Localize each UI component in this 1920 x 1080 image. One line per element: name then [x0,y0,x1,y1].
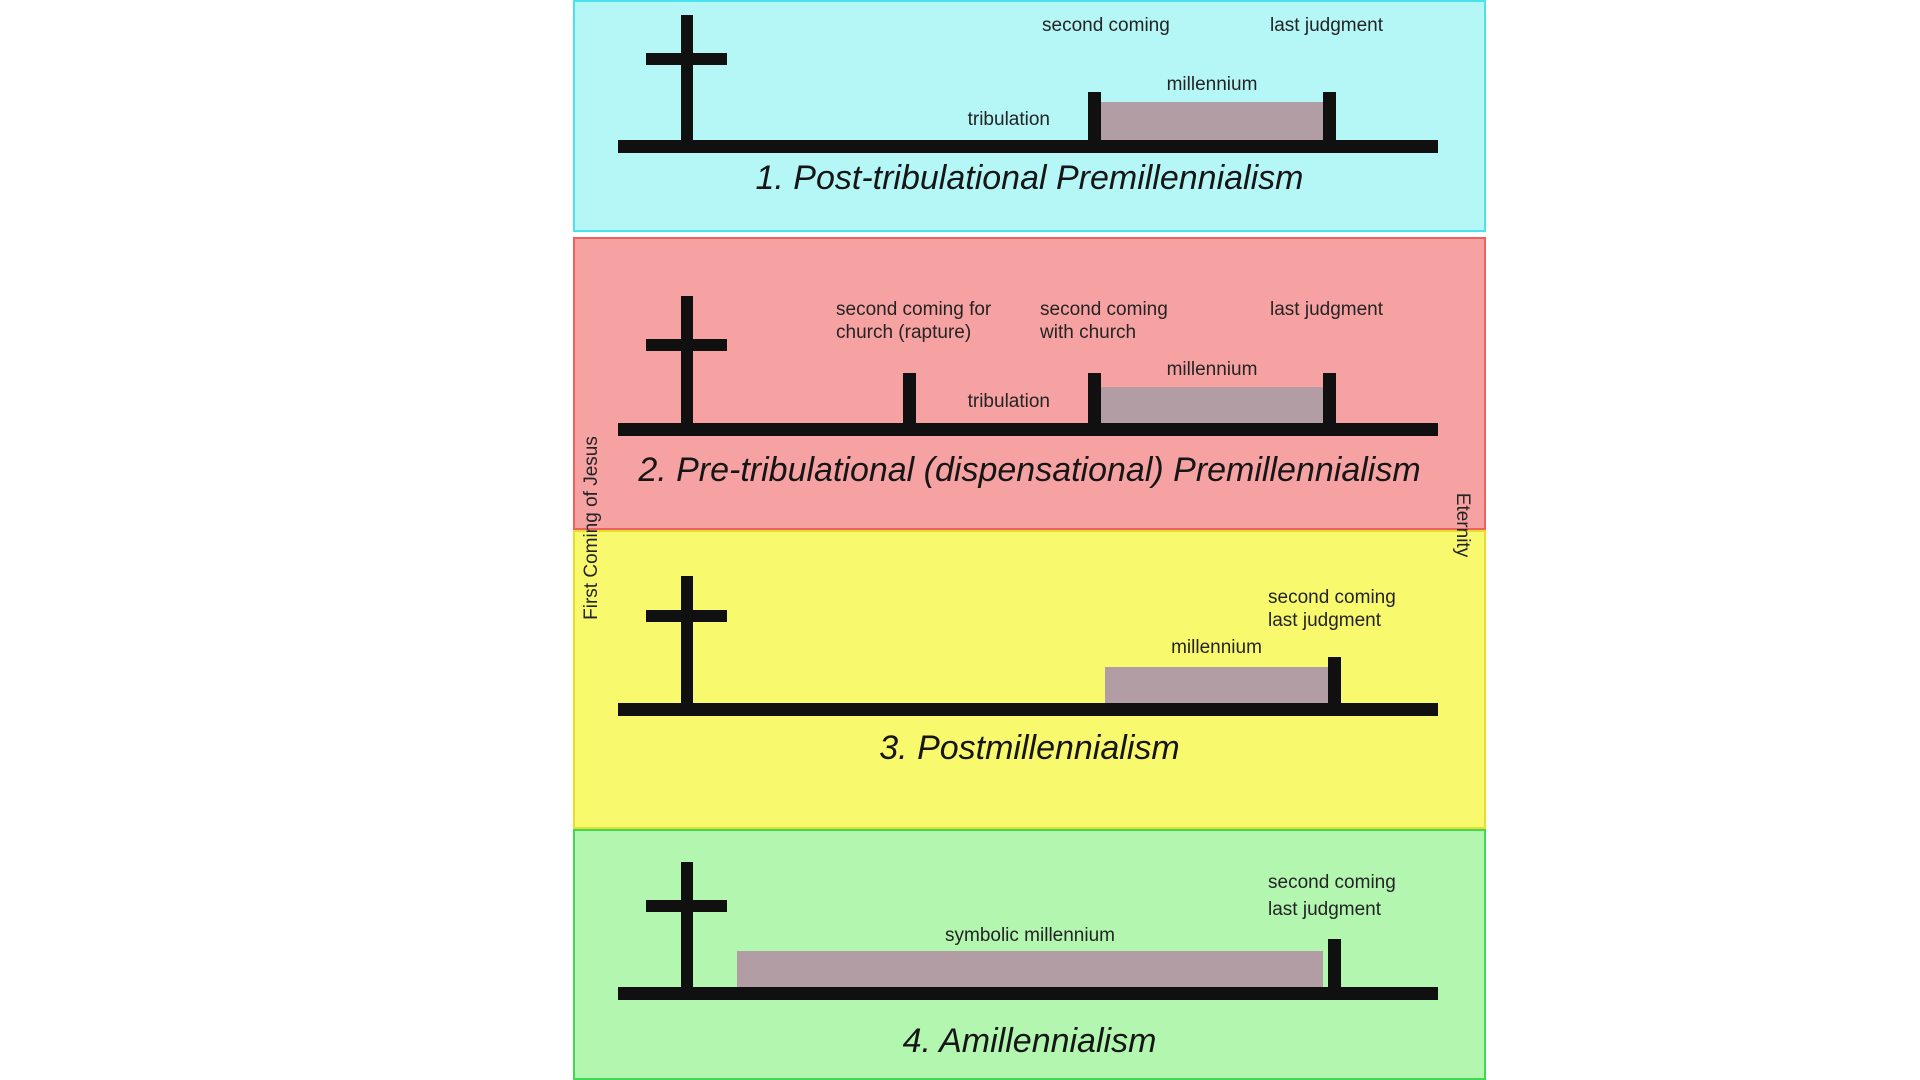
timeline-2 [618,423,1438,436]
cross-vertical-bar [681,296,693,429]
second-coming-last-judgment-tick-4 [1328,939,1341,998]
symbolic-millennium-bar-4 [737,951,1323,987]
cross-vertical-bar [681,862,693,994]
rapture-label-line1-2: second coming for [836,299,992,320]
tribulation-label-2: tribulation [967,391,1050,412]
first-coming-of-jesus-vertical-label: First Coming of Jesus [581,436,602,620]
cross-horizontal-bar [646,339,727,351]
panel-title-1: 1. Post-tribulational Premillennialism [755,159,1304,197]
second-coming-label-1: second coming [1042,15,1170,36]
second-coming-label-line1-2: second coming [1040,299,1168,320]
cross-vertical-bar [681,15,693,146]
last-judgment-label-2: last judgment [1270,299,1384,320]
second-coming-label-line2-2: with church [1040,322,1137,343]
eternity-vertical-label: Eternity [1452,492,1473,558]
rapture-label-line2-2: church (rapture) [836,322,972,343]
last-judgment-tick-2 [1323,373,1336,435]
symbolic-millennium-label-4: symbolic millennium [945,925,1115,946]
second-coming-label-3: second coming [1268,587,1396,608]
millennium-label-3: millennium [1171,637,1262,658]
last-judgment-label-4: last judgment [1268,899,1382,920]
panel-title-3: 3. Postmillennialism [879,729,1180,767]
cross-horizontal-bar [646,53,727,65]
panel-title-4: 4. Amillennialism [902,1022,1157,1060]
rapture-tick-2 [903,373,916,435]
millennium-bar-3 [1105,667,1328,703]
second-coming-last-judgment-tick-3 [1328,657,1341,715]
timeline-4 [618,987,1438,1000]
millennium-bar-2 [1101,387,1323,423]
cross-vertical-bar [681,576,693,709]
millennium-label-2: millennium [1166,359,1258,380]
panel-postmillennialism [573,530,1486,829]
last-judgment-tick-1 [1323,92,1336,152]
last-judgment-label-3: last judgment [1268,610,1382,631]
millennium-bar-1 [1101,102,1323,140]
millennium-label-1: millennium [1166,74,1258,95]
second-coming-tick-2 [1088,373,1101,435]
panel-title-2: 2. Pre-tribulational (dispensational) Pr… [638,451,1421,489]
cross-horizontal-bar [646,900,727,912]
timeline-1 [618,140,1438,153]
timeline-3 [618,703,1438,716]
second-coming-label-4: second coming [1268,872,1396,893]
tribulation-label-1: tribulation [967,109,1050,130]
last-judgment-label-1: last judgment [1270,15,1384,36]
cross-horizontal-bar [646,610,727,622]
second-coming-tick-1 [1088,92,1101,152]
